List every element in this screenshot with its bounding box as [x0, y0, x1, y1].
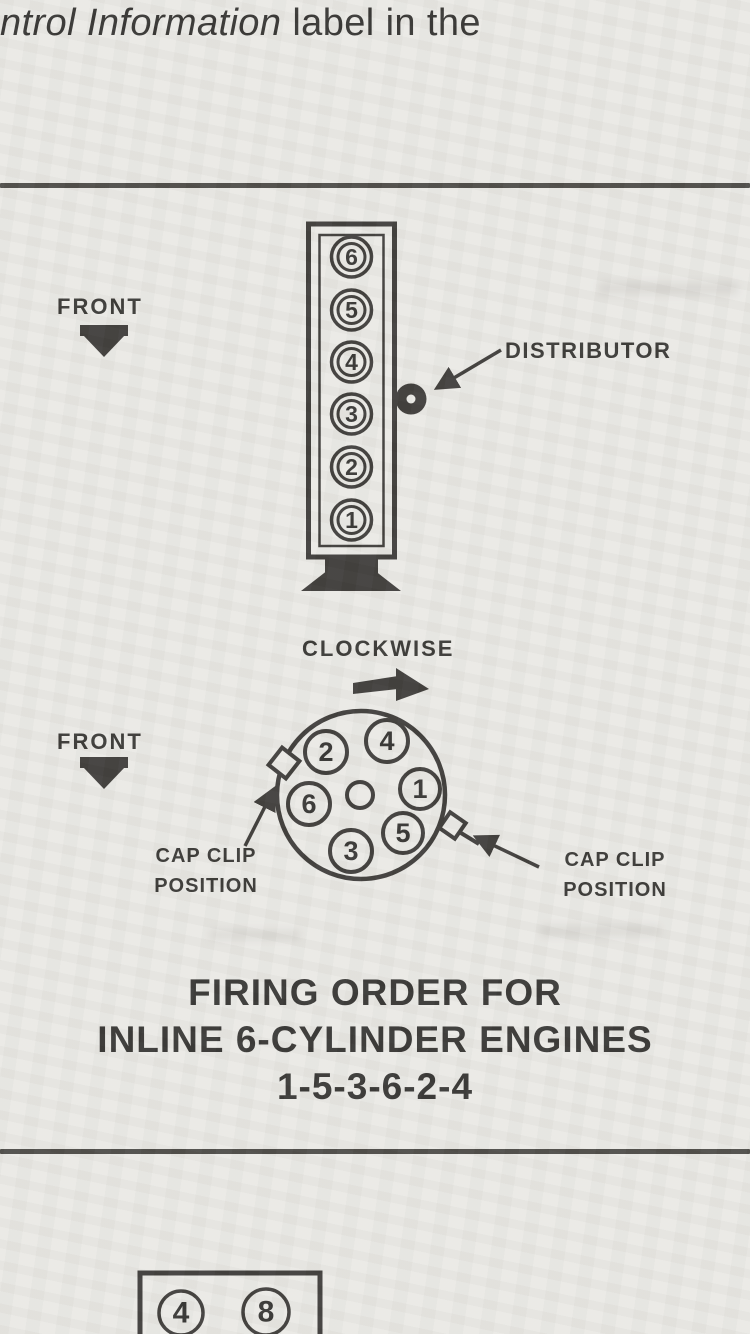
cap-terminal: 2	[303, 729, 349, 775]
section-divider-top	[0, 183, 750, 188]
cylinder-circle: 6	[329, 235, 374, 279]
engine-block-cylinders: 6 5 4 3 2 1	[329, 235, 374, 542]
cap-clip-left-line1: CAP CLIP	[155, 845, 257, 867]
cylinder-number: 4	[173, 1297, 190, 1330]
cylinder-circle: 4	[157, 1289, 205, 1334]
section-divider-bottom	[0, 1149, 750, 1154]
front-arrow-top-icon	[80, 325, 128, 357]
caption-line3: 1-5-3-6-2-4	[276, 1066, 474, 1107]
terminal-number: 5	[395, 818, 410, 848]
cap-terminal: 1	[398, 767, 442, 811]
cylinder-circle: 4	[329, 340, 374, 384]
distributor-pointer-arrow	[433, 348, 502, 390]
terminal-number: 6	[301, 789, 316, 819]
cylinder-circle: 3	[329, 392, 374, 436]
top-fragment-italic: ntrol Information	[0, 2, 282, 44]
clockwise-label: CLOCKWISE	[302, 636, 455, 661]
firing-order-caption: FIRING ORDER FOR INLINE 6-CYLINDER ENGIN…	[0, 969, 750, 1110]
cap-clip-left-pointer-arrow	[243, 785, 276, 847]
cylinder-number: 1	[345, 507, 358, 533]
cap-terminal: 4	[364, 718, 410, 764]
top-paragraph-fragment: ntrol Information label in the	[0, 2, 481, 45]
cap-clip-right-pointer-arrow	[472, 834, 540, 869]
engine-block-base	[301, 556, 401, 591]
cap-clip-left-line2: POSITION	[154, 875, 258, 897]
cylinder-circle: 2	[329, 445, 374, 489]
caption-line1: FIRING ORDER FOR	[188, 972, 562, 1013]
cap-terminal: 6	[286, 781, 332, 827]
cap-clip-position-label-right: CAP CLIP POSITION	[540, 845, 690, 905]
cylinder-number: 6	[345, 244, 358, 270]
terminal-number: 3	[343, 836, 358, 866]
terminal-number: 4	[379, 726, 394, 756]
cylinder-number: 3	[345, 401, 358, 427]
v8-engine-block-partial: 4 8	[137, 1270, 323, 1334]
cylinder-number: 4	[345, 349, 358, 375]
cap-terminal: 3	[328, 828, 374, 874]
front-arrow-bottom-icon	[80, 757, 128, 789]
top-fragment-regular: label in the	[281, 2, 481, 44]
cylinder-number: 2	[345, 454, 358, 480]
clockwise-arrow-icon	[353, 668, 429, 701]
cylinder-circle: 1	[329, 498, 374, 542]
cap-clip-right-icon	[436, 809, 481, 846]
cylinder-circle: 5	[329, 288, 374, 332]
cap-clip-left-icon	[265, 744, 303, 782]
rotor-center-circle	[345, 780, 375, 810]
front-label-top: FRONT	[57, 294, 143, 319]
cylinder-number: 5	[345, 297, 358, 323]
cap-clip-right-line1: CAP CLIP	[564, 849, 666, 871]
distributor-icon	[395, 383, 427, 415]
terminal-number: 1	[412, 774, 427, 804]
cap-clip-position-label-left: CAP CLIP POSITION	[134, 841, 278, 901]
front-label-bottom: FRONT	[57, 729, 143, 754]
caption-line2: INLINE 6-CYLINDER ENGINES	[97, 1019, 653, 1060]
terminal-number: 2	[318, 737, 333, 767]
cylinder-circle: 8	[241, 1287, 291, 1334]
distributor-label: DISTRIBUTOR	[505, 338, 672, 363]
cap-clip-right-line2: POSITION	[563, 879, 667, 901]
cap-terminal: 5	[381, 811, 425, 855]
distributor-cap: 2 4 1 6 3 5	[274, 708, 448, 882]
cylinder-number: 8	[258, 1296, 275, 1329]
